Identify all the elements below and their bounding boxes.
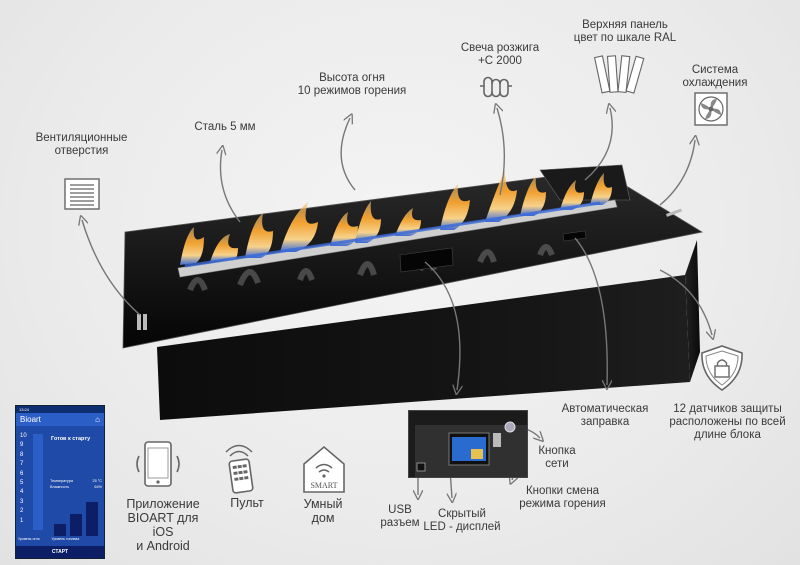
callout-arrows bbox=[82, 108, 712, 498]
vent-slots bbox=[137, 208, 683, 330]
phone-footer-labels: Уровень огня Уровень топлива bbox=[18, 537, 102, 541]
fire-level-label: Уровень огня bbox=[18, 537, 40, 541]
mobile-app-screenshot: 13:24 Bioart ⌂ 10 9 8 7 6 5 4 3 2 1 Готов… bbox=[15, 405, 105, 559]
label-app: Приложение BIOART для iOS и Android bbox=[126, 497, 200, 553]
humidity-value: 64% bbox=[94, 485, 102, 489]
burner-front-body bbox=[157, 275, 690, 420]
temperature-label: Температура bbox=[50, 479, 73, 483]
label-smart-home: Умный дом bbox=[303, 497, 343, 525]
scale-tick: 2 bbox=[20, 508, 24, 515]
scale-tick: 5 bbox=[20, 480, 24, 487]
label-auto-refill: Автоматическая заправка bbox=[561, 403, 649, 428]
label-remote: Пульт bbox=[230, 496, 264, 510]
label-sensors: 12 датчиков защиты расположены по всей д… bbox=[669, 403, 786, 441]
scale-tick: 7 bbox=[20, 461, 24, 468]
temperature-value: 25 °C bbox=[92, 479, 102, 483]
label-power-button: Кнопка сети bbox=[538, 445, 576, 470]
ral-palette-icon bbox=[593, 55, 645, 94]
shield-lock-icon bbox=[701, 345, 743, 391]
label-led: Скрытый LED - дисплей bbox=[423, 508, 501, 533]
label-steel: Сталь 5 мм bbox=[194, 121, 256, 133]
level-bar bbox=[54, 524, 66, 536]
phone-app-name: Bioart bbox=[20, 415, 41, 424]
burner-flames bbox=[180, 170, 612, 265]
humidity-label: Влажность bbox=[50, 485, 70, 489]
label-vents: Вентиляционные отверстия bbox=[35, 132, 128, 157]
scale-tick: 6 bbox=[20, 470, 24, 477]
flame-scale: 10 9 8 7 6 5 4 3 2 1 bbox=[20, 432, 32, 526]
scale-tick: 9 bbox=[20, 442, 24, 449]
smart-badge: SMART bbox=[310, 481, 337, 490]
label-usb: USB разъем bbox=[380, 504, 420, 529]
remote-control-icon bbox=[225, 444, 254, 494]
smartphone-icon bbox=[136, 441, 180, 487]
label-glow-plug: Свеча розжига +С 2000 bbox=[460, 42, 540, 67]
level-bar bbox=[70, 514, 82, 536]
phone-status-time: 13:24 bbox=[19, 407, 30, 412]
label-cooling: Система охлаждения bbox=[682, 64, 748, 89]
label-mode-buttons: Кнопки смена режима горения bbox=[519, 485, 606, 510]
cooling-fan-icon bbox=[694, 92, 728, 126]
label-top-panel: Верхняя панель цвет по шкале RAL bbox=[573, 19, 677, 44]
scale-tick: 3 bbox=[20, 498, 24, 505]
level-bars bbox=[54, 494, 100, 536]
level-bar bbox=[86, 502, 98, 536]
fuel-level-label: Уровень топлива bbox=[51, 537, 80, 541]
scale-tick: 4 bbox=[20, 489, 24, 496]
home-icon[interactable]: ⌂ bbox=[95, 415, 100, 424]
phone-app-bar: Bioart ⌂ bbox=[16, 413, 104, 426]
glow-plug-icon bbox=[480, 76, 512, 98]
scale-tick: 1 bbox=[20, 517, 24, 524]
label-flame-height: Высота огня 10 режимов горения bbox=[297, 72, 407, 97]
phone-status-bar: 13:24 bbox=[16, 406, 104, 413]
control-panel-inset bbox=[408, 410, 528, 478]
vent-icon bbox=[64, 178, 100, 210]
scale-tick: 10 bbox=[20, 433, 27, 439]
scale-tick: 8 bbox=[20, 451, 24, 458]
ready-status: Готов к старту bbox=[51, 436, 91, 442]
phone-readings: Температура 25 °C Влажность 64% bbox=[50, 478, 102, 490]
smart-home-icon: SMART bbox=[303, 445, 345, 493]
flame-slider[interactable] bbox=[33, 434, 43, 530]
start-button[interactable]: СТАРТ bbox=[16, 546, 104, 558]
